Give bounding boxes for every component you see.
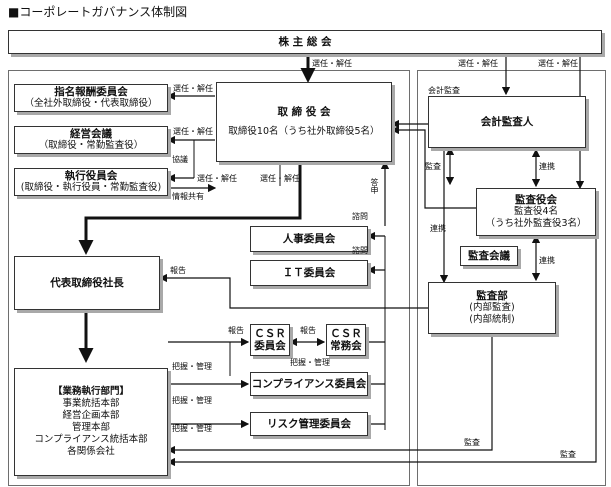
label-elect: 選任・解任	[538, 59, 578, 68]
label-cooperation: 連携	[430, 224, 446, 233]
audit-dept-sub2: (内部統制)	[469, 314, 515, 325]
audit-department-box: 監査部 (内部監査) (内部統制)	[428, 282, 556, 334]
label-grasp: 把握・管理	[172, 396, 212, 405]
label-audit: 監査	[425, 162, 441, 171]
label-notice: 報告	[300, 326, 316, 335]
business-item: 事業統括本部	[62, 398, 120, 409]
management-meeting-box: 経営会議 （取締役・常勤監査役）	[14, 126, 168, 154]
hr-committee-box: 人事委員会	[250, 226, 368, 252]
label-inquiry: 諮問	[352, 212, 368, 221]
label-audit: 監査	[464, 438, 480, 447]
hr-title: 人事委員会	[282, 233, 336, 245]
risk-committee-box: リスク管理委員会	[250, 412, 368, 436]
csr-committee-box: ＣＳＲ 委員会	[250, 324, 290, 356]
csr2-line1: ＣＳＲ	[330, 328, 362, 340]
management-sub: （取締役・常勤監査役）	[38, 140, 144, 151]
executive-officers-box: 執行役員会 (取締役・執行役員・常勤監査役)	[14, 168, 168, 196]
nomination-committee-box: 指名報酬委員会 （全社外取締役・代表取締役）	[14, 84, 168, 112]
label-grasp: 把握・管理	[172, 424, 212, 433]
label-elect: 選任・解任	[173, 84, 213, 93]
label-accounting-audit: 会計監査	[428, 86, 460, 95]
label-notice: 報告	[228, 326, 244, 335]
label-elect: 選任・解任	[260, 174, 300, 183]
csr1-line1: ＣＳＲ	[254, 328, 286, 340]
kansayaku-sub1: 監査役4名	[513, 206, 559, 217]
business-item: 各関係会社	[67, 446, 115, 457]
label-grasp: 把握・管理	[172, 362, 212, 371]
business-item: 経営企画本部	[62, 410, 120, 421]
label-grasp: 把握・管理	[290, 358, 330, 367]
kansa-kaigi-title: 監査会議	[468, 250, 510, 262]
compliance-committee-box: コンプライアンス委員会	[250, 372, 368, 396]
label-inquiry: 諮問	[352, 246, 368, 255]
label-cooperate: 協議	[172, 155, 188, 164]
business-item: コンプライアンス統括本部	[34, 434, 148, 445]
kansayaku-sub2: （うち社外監査役3名）	[485, 218, 587, 229]
board-sub: 取締役10名（うち社外取締役5名）	[228, 126, 380, 137]
label-elect: 選任・解任	[458, 59, 498, 68]
page-title: ■コーポレートガバナンス体制図	[8, 5, 188, 19]
accounting-auditor-box: 会計監査人	[428, 96, 586, 148]
board-of-directors-box: 取 締 役 会 取締役10名（うち社外取締役5名）	[216, 82, 392, 162]
label-elect: 選任・解任	[197, 174, 237, 183]
csr-executive-committee-box: ＣＳＲ 常務会	[326, 324, 366, 356]
nomination-title: 指名報酬委員会	[54, 86, 128, 98]
kansayaku-title: 監査役会	[515, 194, 557, 206]
president-box: 代表取締役社長	[14, 256, 160, 310]
label-report: 答申	[370, 178, 379, 194]
csr2-line2: 常務会	[330, 340, 362, 352]
business-division-box: 【業務執行部門】 事業統括本部 経営企画本部 管理本部 コンプライアンス統括本部…	[14, 368, 168, 476]
csr1-line2: 委員会	[254, 340, 286, 352]
label-cooperation: 連携	[539, 256, 555, 265]
audit-dept-title: 監査部	[476, 290, 508, 302]
officers-sub: (取締役・執行役員・常勤監査役)	[20, 182, 162, 193]
president-title: 代表取締役社長	[50, 277, 124, 289]
label-cooperation: 連携	[539, 162, 555, 171]
label-notice: 報告	[170, 266, 186, 275]
label-elect: 選任・解任	[173, 127, 213, 136]
audit-meeting-box: 監査会議	[460, 246, 518, 266]
management-title: 経営会議	[70, 128, 112, 140]
audit-board-box: 監査役会 監査役4名 （うち社外監査役3名）	[476, 188, 596, 236]
label-elect: 選任・解任	[312, 59, 352, 68]
it-committee-box: ＩＴ委員会	[250, 260, 368, 286]
business-item: 管理本部	[71, 422, 110, 433]
compliance-title: コンプライアンス委員会	[251, 378, 367, 390]
shareholders-meeting-label: 株 主 総 会	[278, 36, 332, 48]
it-title: ＩＴ委員会	[282, 267, 336, 279]
board-title: 取 締 役 会	[277, 106, 331, 118]
label-info-share: 情報共有	[172, 192, 204, 201]
officers-title: 執行役員会	[64, 170, 118, 182]
label-audit: 監査	[560, 450, 576, 459]
auditor-title: 会計監査人	[480, 116, 534, 128]
shareholders-meeting-box: 株 主 総 会	[8, 30, 602, 54]
business-title: 【業務執行部門】	[52, 386, 129, 397]
risk-title: リスク管理委員会	[267, 418, 351, 430]
audit-dept-sub1: (内部監査)	[469, 302, 515, 313]
nomination-sub: （全社外取締役・代表取締役）	[24, 98, 158, 109]
